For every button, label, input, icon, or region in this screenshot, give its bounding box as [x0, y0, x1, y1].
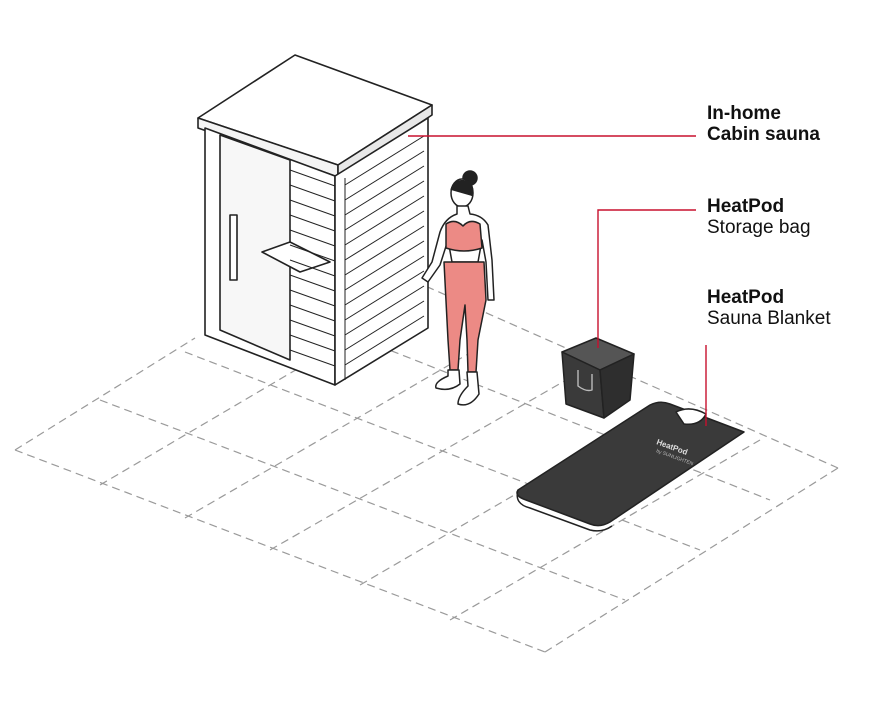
side-planks — [344, 135, 425, 380]
grid-line — [184, 349, 476, 519]
grid-line — [14, 449, 546, 653]
leggings — [443, 261, 487, 373]
grid-line — [99, 399, 626, 601]
cabin-glass-door — [219, 134, 291, 361]
left-shoe — [435, 369, 461, 391]
bag-handle — [577, 370, 593, 392]
blanket-body — [516, 401, 745, 527]
grid-line — [449, 439, 761, 621]
leader-line-bag — [597, 209, 696, 348]
label-blanket-subtitle: Sauna Blanket — [707, 308, 831, 329]
bag-side — [599, 353, 635, 419]
sauna-cabin-illustration — [197, 54, 433, 386]
hair — [450, 179, 474, 197]
storage-bag-illustration — [561, 337, 635, 419]
front-planks — [289, 169, 336, 367]
blanket-roll-edge — [516, 489, 613, 532]
cabin-bench — [261, 241, 331, 273]
sports-top — [445, 220, 483, 252]
label-sauna-line2: Cabin sauna — [707, 124, 820, 145]
grid-line — [14, 337, 196, 451]
label-bag-title: HeatPod — [707, 196, 785, 217]
label-sauna-blanket: HeatPod Sauna Blanket — [707, 287, 831, 329]
label-sauna-line1: In-home — [707, 103, 781, 124]
right-shoe — [457, 371, 480, 406]
woman-figure-illustration — [421, 170, 495, 406]
cabin-side — [334, 117, 429, 386]
grid-line — [544, 467, 839, 653]
label-storage-bag: HeatPod Storage bag — [707, 196, 811, 238]
label-blanket-title: HeatPod — [707, 287, 785, 308]
grid-line — [269, 374, 576, 551]
leader-lines — [408, 135, 707, 426]
door-handle — [229, 214, 238, 281]
sauna-blanket-illustration: HeatPod by SUNLIGHTEN — [516, 401, 745, 532]
label-bag-subtitle: Storage bag — [707, 217, 811, 238]
label-cabin-sauna: In-home Cabin sauna — [707, 103, 820, 145]
